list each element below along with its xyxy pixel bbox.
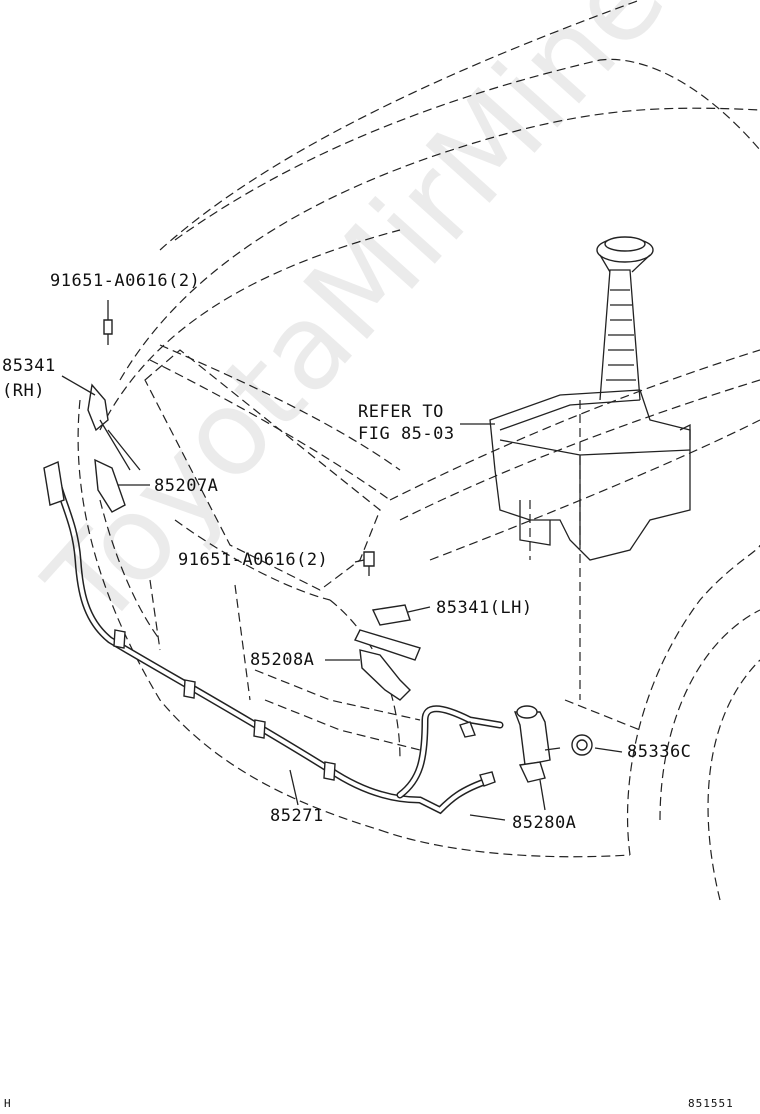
- rh-jet-assembly: [87, 319, 141, 513]
- label-nozzle-lh: 85341(LH): [436, 598, 533, 618]
- washer-hose-85271: [43, 461, 504, 815]
- washer-tank: [489, 236, 691, 561]
- label-corner-left: H: [4, 1097, 12, 1110]
- washer-pump: [513, 705, 593, 783]
- label-nozzle-rh-number: 85341: [2, 356, 56, 376]
- label-refer-line2: FIG 85-03: [358, 424, 455, 444]
- label-jet-rh: 85207A: [154, 476, 219, 496]
- vehicle-body-outline: [77, 0, 760, 901]
- label-jet-lh: 85208A: [250, 650, 315, 670]
- label-nozzle-rh-side: (RH): [2, 381, 45, 401]
- label-bolt-top: 91651-A0616(2): [50, 271, 201, 291]
- label-pump: 85280A: [512, 813, 577, 833]
- label-hose: 85271: [270, 806, 324, 826]
- label-refer-line1: REFER TO: [358, 402, 444, 422]
- leader-lines: [61, 300, 623, 821]
- label-bolt-mid: 91651-A0616(2): [178, 550, 329, 570]
- label-corner-right: 851551: [688, 1097, 734, 1110]
- label-grommet: 85336C: [627, 742, 692, 762]
- lh-jet-assembly: [354, 551, 421, 701]
